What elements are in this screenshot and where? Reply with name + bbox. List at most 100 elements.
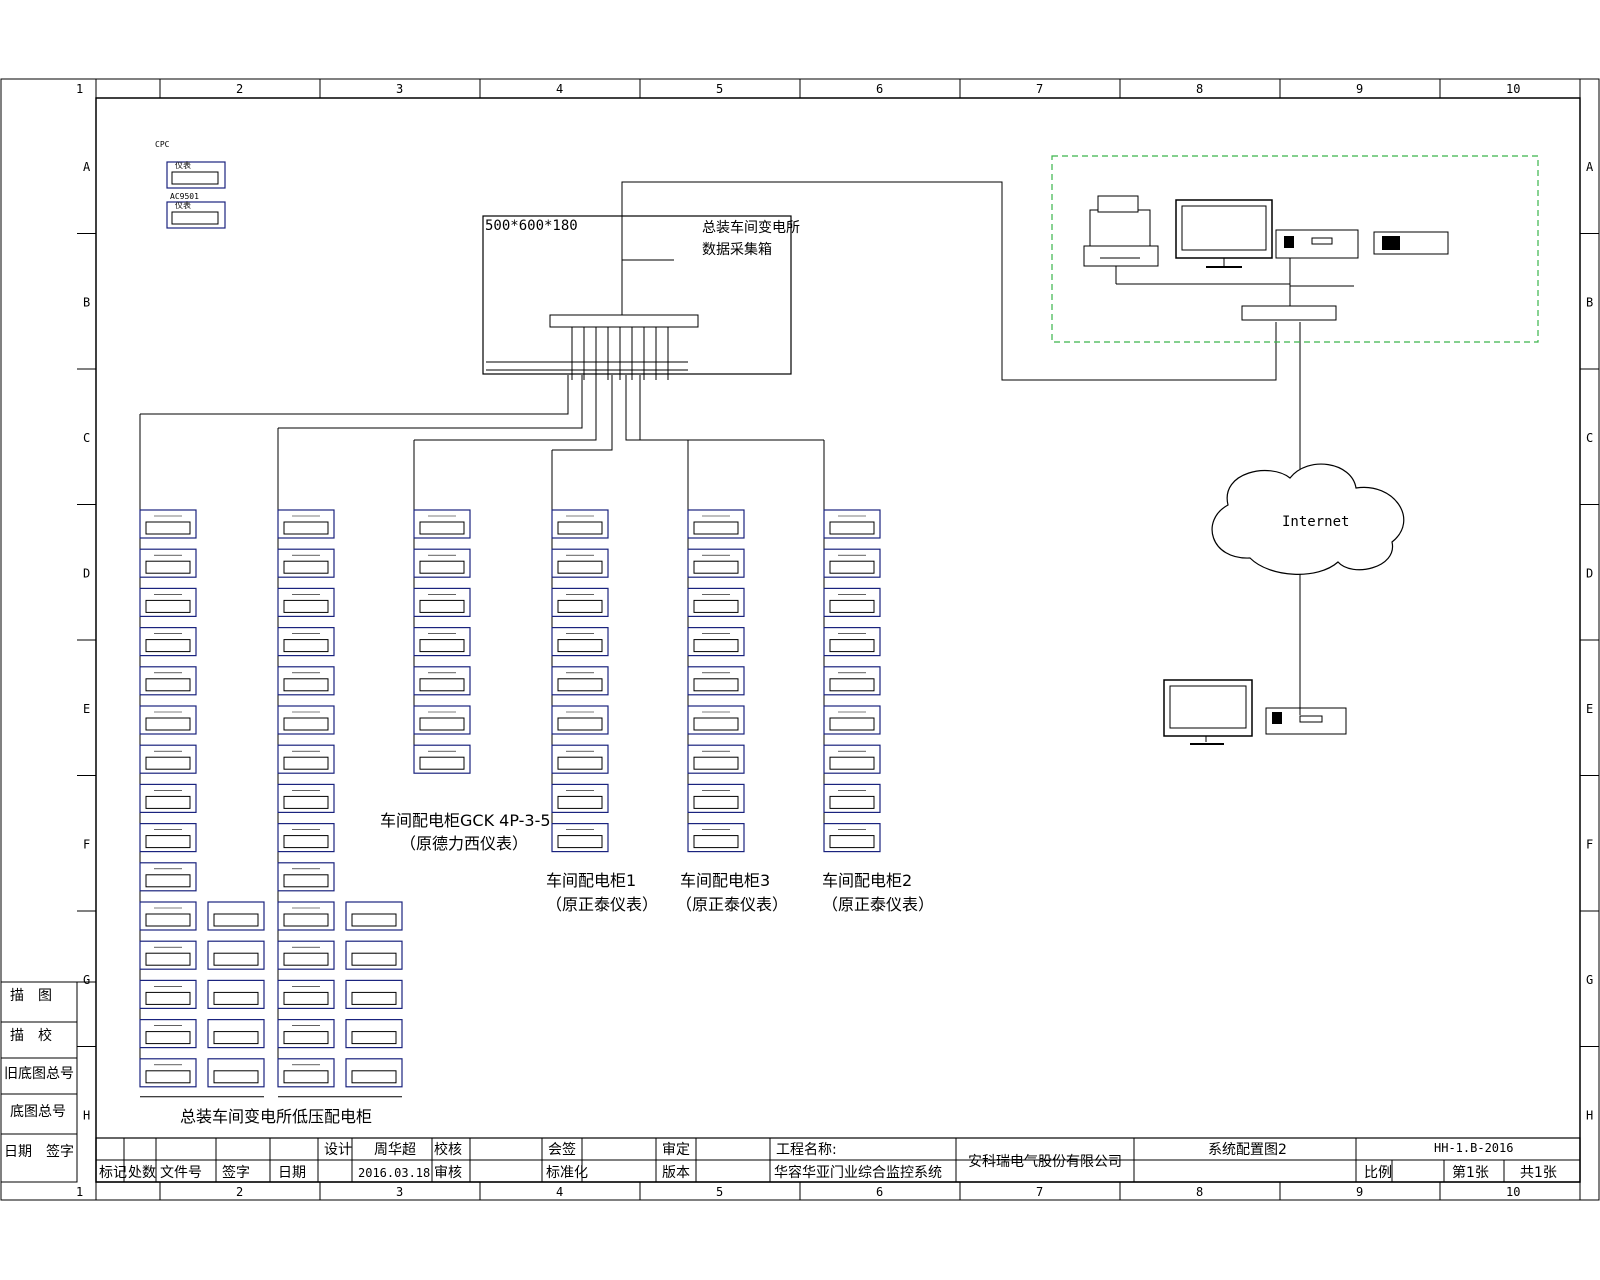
tb-drawing-title: 系统配置图2 xyxy=(1208,1142,1287,1158)
collector-enclosure xyxy=(482,215,792,375)
stamp-row-2: 描 校 xyxy=(10,1027,52,1044)
meter-device xyxy=(139,744,197,774)
tb-header-sign: 签字 xyxy=(222,1164,250,1181)
meter-device xyxy=(139,940,197,970)
collector-size: 500*600*180 xyxy=(485,218,578,234)
col-marker-bottom: 1 xyxy=(76,1185,83,1199)
local-switch xyxy=(1241,305,1337,321)
tb-review-label: 会签 xyxy=(548,1141,576,1158)
meter-device xyxy=(823,626,881,657)
meter-device xyxy=(687,744,745,774)
tb-header-file: 文件号 xyxy=(160,1165,202,1181)
meter-device xyxy=(551,587,609,618)
tb-designer: 周华超 xyxy=(374,1142,416,1158)
row-marker-left: F xyxy=(83,837,90,851)
col-marker-top: 7 xyxy=(1036,82,1043,96)
meter-device-extra xyxy=(207,940,265,970)
row-marker-right: A xyxy=(1586,160,1594,174)
meter-device-extra xyxy=(345,901,403,931)
meter-device xyxy=(551,509,609,539)
meter-device xyxy=(277,626,335,657)
svg-text:仪表: 仪表 xyxy=(175,200,191,210)
meter-device xyxy=(277,979,335,1010)
meter-device xyxy=(277,822,335,853)
meter-device-extra xyxy=(345,979,403,1010)
cabinet-columns xyxy=(139,375,881,1098)
meter-device xyxy=(687,626,745,657)
tb-check-label: 校核 xyxy=(434,1141,462,1158)
meter-device xyxy=(139,587,197,618)
row-marker-left: C xyxy=(83,431,90,445)
meter-device xyxy=(277,901,335,931)
meter-device xyxy=(413,587,471,618)
row-marker-right: F xyxy=(1586,837,1593,851)
meter-device xyxy=(823,822,881,853)
meter-device-extra xyxy=(207,1058,265,1088)
cabinet-3-label-line2: （原德力西仪表） xyxy=(400,834,528,853)
pc-host-icon xyxy=(1275,229,1359,259)
tb-total-label: 共1张 xyxy=(1520,1165,1557,1181)
col-marker-bottom: 4 xyxy=(556,1185,563,1199)
meter-device xyxy=(413,666,471,696)
stamp-row-4: 底图总号 xyxy=(10,1104,66,1120)
meter-device xyxy=(551,705,609,735)
col-marker-top: 9 xyxy=(1356,82,1363,96)
tb-version-label: 版本 xyxy=(662,1165,690,1181)
meter-device xyxy=(139,509,197,539)
row-marker-left: H xyxy=(83,1108,90,1122)
cabinet-1 xyxy=(139,375,569,1098)
meter-device xyxy=(277,548,335,578)
row-marker-left: G xyxy=(83,973,90,987)
ups-icon xyxy=(1373,231,1449,255)
row-marker-right: G xyxy=(1586,973,1593,987)
meter-device xyxy=(551,548,609,578)
cabinet-5-label-line1: 车间配电柜3 xyxy=(680,871,770,890)
meter-device xyxy=(277,862,335,892)
meter-device xyxy=(687,509,745,539)
tb-scale-label: 比例 xyxy=(1364,1165,1392,1181)
tb-project-label: 工程名称: xyxy=(776,1142,837,1158)
meter-device xyxy=(277,1018,335,1049)
meter-device xyxy=(139,901,197,931)
meter-device xyxy=(823,509,881,539)
meter-device xyxy=(551,626,609,657)
remote-workstation xyxy=(1163,679,1347,745)
meter-device xyxy=(139,862,197,892)
meter-device xyxy=(687,548,745,578)
cabinet-6-label-line2: （原正泰仪表） xyxy=(822,895,934,914)
meter-device xyxy=(277,744,335,774)
internet-label: Internet xyxy=(1282,514,1349,530)
meter-device xyxy=(139,979,197,1010)
meter-device xyxy=(687,822,745,853)
meter-device xyxy=(413,744,471,774)
meter-device xyxy=(277,940,335,970)
meter-device xyxy=(139,705,197,735)
meter-device-extra xyxy=(207,901,265,931)
internet-cloud: Internet xyxy=(1211,463,1405,575)
tb-header-date: 日期 xyxy=(278,1165,306,1181)
row-marker-left: D xyxy=(83,566,90,580)
meter-device xyxy=(413,548,471,578)
cabinet-4 xyxy=(551,375,613,853)
row-marker-left: A xyxy=(83,160,91,174)
bottom-cabinet-label: 总装车间变电所低压配电柜 xyxy=(180,1107,372,1126)
meter-device xyxy=(687,705,745,735)
meter-device xyxy=(687,666,745,696)
legend: CPC 仪表 仪表 AC9501 xyxy=(155,140,226,229)
row-marker-left: E xyxy=(83,702,90,716)
stamp-row-1: 描 图 xyxy=(10,988,52,1004)
legend-top-code: CPC xyxy=(155,140,170,149)
meter-device xyxy=(277,666,335,696)
cabinet-3 xyxy=(413,375,597,774)
meter-device xyxy=(823,705,881,735)
monitor-icon xyxy=(1175,199,1273,268)
monitor-station-boundary xyxy=(1051,155,1539,343)
meter-device xyxy=(277,705,335,735)
row-marker-right: C xyxy=(1586,431,1593,445)
tb-sheet-label: 第1张 xyxy=(1452,1164,1489,1181)
stamp-row-5: 日期 签字 xyxy=(4,1143,74,1160)
printer-icon xyxy=(1083,195,1159,267)
meter-device-extra xyxy=(345,940,403,970)
tb-company: 安科瑞电气股份有限公司 xyxy=(968,1154,1122,1170)
